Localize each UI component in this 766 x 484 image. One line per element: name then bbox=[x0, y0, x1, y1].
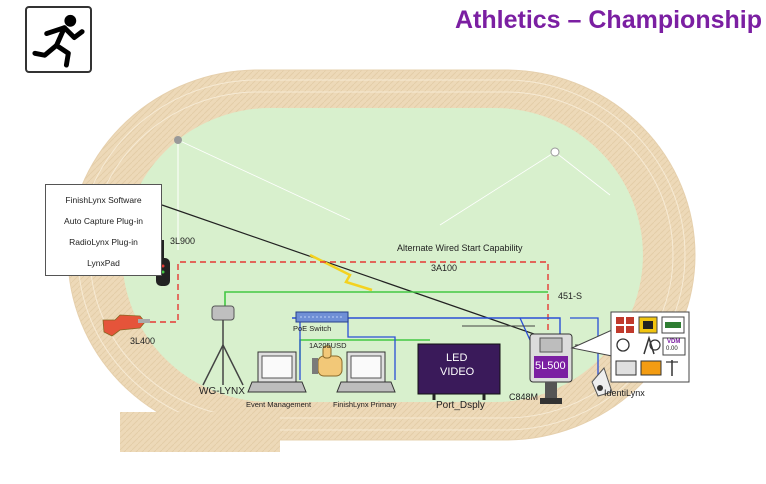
software-item: RadioLynx Plug-in bbox=[69, 237, 138, 247]
network-cable bbox=[292, 317, 561, 340]
software-item: FinishLynx Software bbox=[65, 195, 142, 205]
wind-gauge-label: WG-LYNX bbox=[199, 386, 245, 397]
athletics-sprinter-icon bbox=[32, 14, 85, 68]
laptop-icon bbox=[247, 351, 307, 393]
page-title: Athletics – Championship bbox=[455, 6, 762, 34]
vdm-label: VDM bbox=[667, 339, 681, 345]
laptop-icon bbox=[336, 351, 396, 393]
starter-gun-icon bbox=[102, 314, 150, 337]
led-line2: VIDEO bbox=[440, 366, 475, 378]
software-item: Auto Capture Plug-in bbox=[64, 216, 143, 226]
camera-model-label: 5L500 bbox=[535, 360, 566, 372]
camera-mount-label: C848M bbox=[509, 392, 539, 402]
software-item: LynxPad bbox=[87, 258, 120, 268]
identilynx-camera-icon bbox=[591, 367, 613, 397]
poe-switch-label: PoE Switch bbox=[293, 324, 332, 333]
identilynx-label: IdentiLynx bbox=[604, 388, 645, 398]
cable-451s-label: 451-S bbox=[558, 291, 583, 301]
cable-1a205-label: 1A205USD bbox=[309, 341, 347, 350]
infield bbox=[122, 108, 643, 402]
finishlynx-primary-label: FinishLynx Primary bbox=[333, 400, 397, 409]
vdm-value: 0.00 bbox=[666, 346, 678, 352]
field-marker bbox=[550, 147, 560, 157]
athletics-logo bbox=[25, 6, 92, 73]
software-list: FinishLynx Software Auto Capture Plug-in… bbox=[45, 184, 162, 276]
camera-icon bbox=[529, 333, 573, 404]
alt-wired-label: Alternate Wired Start Capability bbox=[397, 243, 523, 253]
led-line1: LED bbox=[446, 352, 468, 364]
field-marker bbox=[174, 136, 182, 144]
cable-3a100-label: 3A100 bbox=[431, 263, 458, 273]
starter-label: 3L400 bbox=[130, 336, 156, 346]
wireless-link bbox=[309, 253, 373, 292]
led-video-board bbox=[417, 343, 501, 400]
port-dsply-label: Port_Dsply bbox=[436, 400, 485, 411]
wind-gauge-icon bbox=[202, 305, 244, 386]
track-straight bbox=[120, 412, 280, 452]
thumbs-up-icon bbox=[312, 345, 343, 377]
radio-label: 3L900 bbox=[170, 236, 196, 246]
event-management-label: Event Management bbox=[246, 400, 312, 409]
wired-start-cable bbox=[150, 261, 549, 336]
accessory-icons bbox=[615, 316, 686, 376]
